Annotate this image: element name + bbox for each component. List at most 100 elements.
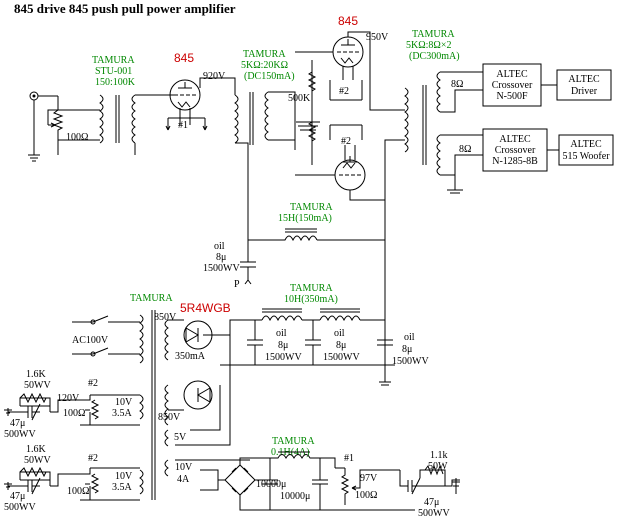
driver-filament-leads [165, 117, 208, 131]
driver-bias-tag: #1 [178, 120, 188, 131]
bias-a-pot: 100Ω [63, 408, 85, 419]
fil-pot: 100Ω [355, 490, 377, 501]
mains-switch [72, 315, 140, 357]
output-bias-tag-lower: #2 [341, 136, 351, 147]
bias-a-resistor-watt: 50WV [24, 380, 51, 391]
bias-b-cap-voltage: 500WV [4, 502, 36, 513]
output-tube-label: 845 [338, 14, 358, 28]
interstage-transformer [234, 91, 296, 240]
crossover2-line3: N-1285-8B [492, 156, 538, 167]
fil-bias-network [399, 464, 460, 495]
fil-cap-2: 10000μ [280, 491, 310, 502]
input-transformer-ratio: 150:100K [95, 77, 136, 88]
output-grid-leads [295, 51, 335, 176]
bias-supply-b [4, 466, 140, 501]
cap2-value: 8μ [278, 340, 288, 351]
choke3-brand: TAMURA [272, 436, 315, 447]
driver-plate-lead [199, 77, 236, 95]
crossover-n500f-box: ALTEC Crossover N-500F [482, 63, 542, 107]
output-plate-voltage: 950V [366, 32, 389, 43]
driver-tube-label: 845 [174, 51, 194, 65]
crossover2-line1: ALTEC [499, 134, 531, 145]
cap4-type: oil [404, 332, 415, 343]
bias-a-voltage: 120V [57, 393, 80, 404]
cap2-voltage: 1500WV [265, 352, 302, 363]
bias-b-resistor-watt: 50WV [24, 455, 51, 466]
interstage-transformer-current: (DC150mA) [244, 71, 295, 82]
cap1-point-label: P [234, 279, 240, 290]
woofer-line1: ALTEC [570, 139, 602, 150]
bias-b-pot: 100Ω [67, 486, 89, 497]
input-wiring [28, 95, 64, 162]
input-transformer [99, 94, 165, 155]
schematic-title: 845 drive 845 push pull power amplifier [14, 1, 236, 16]
cap1-type: oil [214, 241, 225, 252]
input-transformer-brand: TAMURA [92, 55, 135, 66]
bias-a-cap: 47μ [10, 418, 25, 429]
fil-resistor: 1.1k [430, 450, 448, 461]
driver-plate-voltage: 920V [203, 71, 226, 82]
power-transformer-brand: TAMURA [130, 293, 173, 304]
bias-b-filament-voltage: 10V [115, 471, 133, 482]
bias-b-filament-current: 3.5A [112, 482, 133, 493]
output-tube-lower [334, 145, 366, 191]
rectifier-filament-voltage: 5V [174, 432, 187, 443]
output-filament-leads [329, 80, 363, 140]
crossover1-line1: ALTEC [496, 69, 528, 80]
output-upper-plate-lead [347, 31, 405, 111]
choke1-brand: TAMURA [290, 202, 333, 213]
fil-cap-voltage: 500WV [418, 508, 450, 519]
grid-ground [296, 121, 320, 131]
output-tube-upper [332, 36, 364, 80]
choke2-value: 10H(350mA) [284, 294, 338, 305]
woofer-line2: 515 Woofer [562, 151, 610, 162]
bias-a-cap-voltage: 500WV [4, 429, 36, 440]
fil-cap-1: 10000μ [256, 479, 286, 490]
output-transformer-current: (DC300mA) [409, 51, 460, 62]
output-bias-tag-upper: #2 [339, 86, 349, 97]
crossover2-line2: Crossover [495, 145, 536, 156]
input-resistor-label: 100Ω [66, 132, 88, 143]
driver-line2: Driver [571, 86, 598, 97]
interstage-transformer-ratio: 5KΩ:20KΩ [241, 60, 288, 71]
power-transformer [139, 310, 169, 500]
driver-line1: ALTEC [568, 74, 600, 85]
bias-supply-a [4, 392, 140, 426]
fil-resistor-watt: 50W [428, 461, 448, 472]
mains-voltage: AC100V [72, 335, 109, 346]
choke-15h [248, 228, 385, 242]
filament-pot [340, 468, 400, 505]
choke-10h-a [261, 308, 303, 322]
output-lower-plate-lead [349, 139, 405, 201]
output-tap-8ohm-a: 8Ω [451, 79, 463, 90]
fil-supply-voltage: 10V [175, 462, 193, 473]
input-leads [58, 109, 100, 141]
bias-b-cap: 47μ [10, 491, 25, 502]
cap2-type: oil [276, 328, 287, 339]
cap3-type: oil [334, 328, 345, 339]
bias-b-resistor: 1.6K [26, 444, 47, 455]
output-transformer-ratio: 5KΩ:8Ω×2 [406, 40, 452, 51]
interstage-transformer-brand: TAMURA [243, 49, 286, 60]
rectifier-5r4wgb [168, 319, 262, 461]
output-transformer [404, 71, 483, 194]
grid-resistor-label: 500K [288, 93, 311, 104]
output-tap-8ohm-b: 8Ω [459, 144, 471, 155]
filter-caps [220, 320, 395, 386]
cap4-value: 8μ [402, 344, 412, 355]
altec-driver-box: ALTEC Driver [556, 69, 612, 101]
output-transformer-brand: TAMURA [412, 29, 455, 40]
bias-a-filament-voltage: 10V [115, 397, 133, 408]
driver-tube-845 [165, 79, 201, 125]
rectifier-label: 5R4WGB [180, 301, 231, 315]
cap1-voltage: 1500WV [203, 263, 240, 274]
cap3-value: 8μ [336, 340, 346, 351]
cap4-voltage: 1500WV [392, 356, 429, 367]
hv-current: 350mA [175, 351, 206, 362]
fil-voltage: 97V [360, 473, 378, 484]
altec-woofer-box: ALTEC 515 Woofer [558, 134, 614, 166]
bias-b-tag: #2 [88, 453, 98, 464]
input-transformer-model: STU-001 [95, 66, 132, 77]
choke-0-1h [270, 451, 345, 469]
